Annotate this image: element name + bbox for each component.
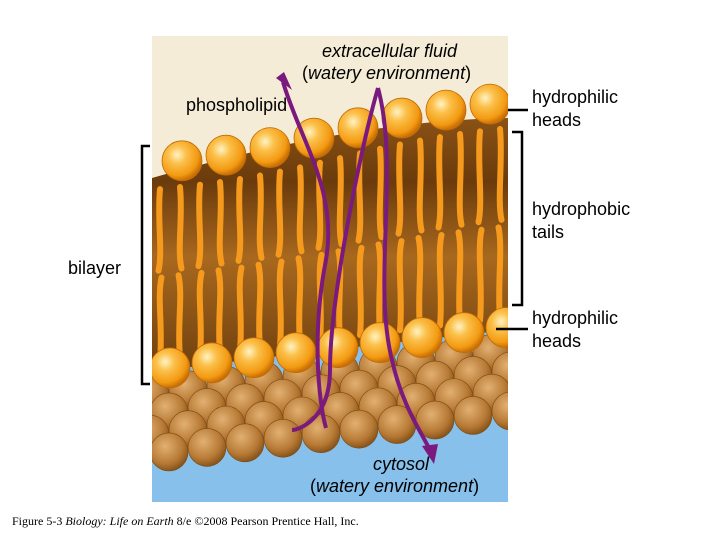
figure-caption: Figure 5-3 Biology: Life on Earth 8/e ©2… — [12, 514, 359, 529]
phospholipid-label: phospholipid — [186, 95, 288, 115]
bottom-head-ball — [191, 342, 233, 384]
bottom-back-heads — [152, 333, 508, 472]
top-heads — [161, 83, 508, 182]
hydrophobic-label-2: tails — [532, 222, 565, 242]
bottom-head-ball — [485, 307, 508, 348]
tail-lower — [156, 274, 165, 363]
tail-lower — [215, 267, 224, 355]
caption-edition: 8/e — [173, 514, 195, 528]
top-head-ball — [425, 89, 467, 131]
hydrophobic-tails — [155, 125, 505, 363]
bottom-head-ball — [275, 332, 317, 374]
watery-env-text: watery environment — [308, 63, 466, 83]
cytosol-label-line2: (watery environment) — [310, 475, 479, 497]
tail-upper — [296, 164, 305, 255]
back-head-ball — [225, 423, 265, 463]
tail-upper — [155, 186, 164, 274]
back-head-ball — [187, 428, 227, 467]
tail-upper — [195, 181, 204, 270]
tail-lower — [396, 238, 405, 334]
tail-lower — [455, 229, 464, 327]
tail-upper — [496, 125, 505, 223]
bottom-head-ball — [317, 327, 359, 369]
tail-upper — [456, 130, 465, 228]
tail-upper — [235, 176, 244, 264]
phospholipid-arrow — [281, 81, 331, 429]
tail-upper — [256, 172, 265, 261]
tail-lower — [196, 269, 205, 358]
bottom-head-ball — [443, 312, 485, 353]
tail-upper — [176, 184, 185, 272]
hydrophilic-bottom-label-2: heads — [532, 331, 582, 351]
tail-lower — [495, 224, 504, 322]
tail-lower — [276, 258, 285, 348]
bottom-head-ball — [152, 347, 191, 389]
tail-upper — [336, 155, 345, 248]
tail-upper — [435, 134, 444, 231]
tail-lower — [236, 264, 245, 353]
caption-figure: Figure 5-3 — [12, 514, 66, 528]
paren-open: ( — [302, 63, 308, 83]
bilayer-bracket — [140, 144, 150, 386]
tail-lower — [255, 261, 264, 351]
bottom-heads — [152, 307, 508, 389]
water-path-arrowhead — [422, 444, 438, 464]
tail-upper — [275, 168, 284, 258]
hydrophilic-bottom-label-1: hydrophilic — [532, 308, 619, 328]
back-head-ball — [453, 396, 493, 435]
back-head-ball — [301, 414, 341, 454]
top-head-ball — [381, 97, 423, 139]
extracellular-label-line2: (watery environment) — [302, 62, 471, 84]
top-head-ball — [469, 83, 508, 125]
tail-lower — [436, 232, 445, 329]
tail-lower — [415, 234, 424, 331]
hydrophobic-label-1: hydrophobic — [532, 199, 631, 219]
back-head-ball — [263, 418, 303, 458]
paren-open: ( — [310, 476, 316, 496]
tail-lower — [295, 255, 304, 346]
tail-upper — [315, 159, 324, 251]
paren-close: ) — [465, 63, 472, 83]
paren-close: ) — [473, 476, 480, 496]
tail-upper — [475, 128, 484, 226]
bottom-head-ball — [401, 317, 443, 359]
tail-lower — [375, 241, 384, 336]
tail-upper — [395, 141, 404, 237]
top-head-ball — [249, 127, 291, 169]
phospholipid-arrowhead — [276, 72, 292, 90]
tail-lower — [175, 272, 184, 360]
back-head-ball — [339, 409, 379, 449]
caption-copyright: ©2008 Pearson Prentice Hall, Inc. — [194, 514, 359, 528]
top-head-ball — [161, 140, 203, 182]
bottom-head-ball — [359, 322, 401, 364]
bilayer-label: bilayer — [68, 258, 122, 278]
extracellular-label-line1: extracellular fluid — [322, 41, 458, 61]
cytosol-label-line1: cytosol — [373, 454, 430, 474]
tail-upper — [416, 137, 425, 234]
top-head-ball — [205, 134, 247, 176]
bottom-head-ball — [233, 337, 275, 379]
hydrophilic-top-label-2: heads — [532, 110, 582, 130]
tail-upper — [376, 145, 385, 241]
tail-upper — [216, 179, 225, 267]
back-head-ball — [152, 432, 189, 472]
water-path-arrow — [291, 87, 380, 432]
caption-book: Biology: Life on Earth — [65, 514, 174, 528]
watery-env-text: watery environment — [316, 476, 474, 496]
tail-lower — [356, 244, 365, 339]
water-path-arrow-2 — [376, 87, 432, 451]
back-head-ball — [491, 391, 508, 430]
hydrophilic-top-label-1: hydrophilic — [532, 87, 619, 107]
tail-lower — [476, 226, 485, 324]
hydrophobic-tails-bracket — [512, 130, 524, 307]
